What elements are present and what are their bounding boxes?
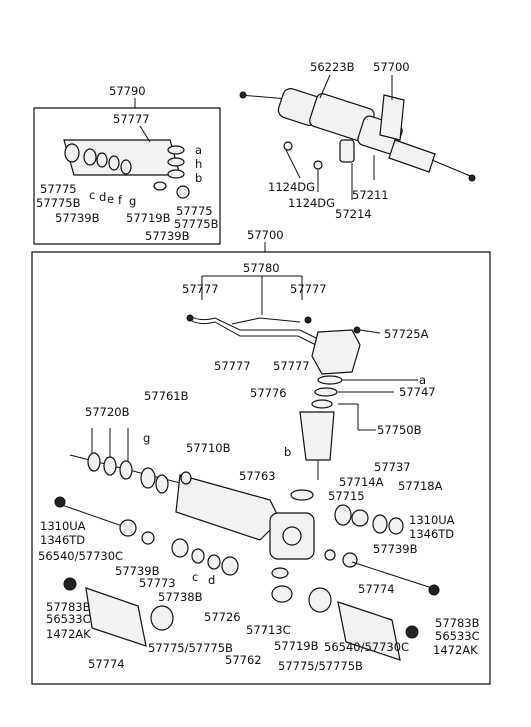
label-b-inset: b	[195, 171, 202, 185]
label-a-main: a	[419, 373, 426, 387]
label-57783b-left: 57783B	[46, 600, 91, 614]
label-d-main: d	[208, 573, 215, 587]
label-1472ak-left: 1472AK	[46, 627, 91, 641]
label-57738b: 57738B	[158, 590, 203, 604]
label-h-inset: h	[195, 157, 202, 171]
label-56540-right: 56540/57730C	[324, 640, 409, 654]
label-57775b-right: 57775B	[174, 217, 219, 231]
label-57715: 57715	[328, 489, 365, 503]
label-57214: 57214	[335, 207, 372, 221]
label-1310ua-right: 1310UA	[409, 513, 455, 527]
label-57750b: 57750B	[377, 423, 422, 437]
label-57739b-left: 57739B	[55, 211, 100, 225]
label-57776: 57776	[250, 386, 287, 400]
label-c-main: c	[192, 570, 198, 584]
label-c-inset: c	[89, 188, 95, 202]
label-1346td-right: 1346TD	[409, 527, 454, 541]
label-57762: 57762	[225, 653, 262, 667]
label-57739b-mid2: 57739B	[373, 542, 418, 556]
label-57774-left: 57774	[88, 657, 125, 671]
label-g-main: g	[143, 431, 150, 445]
label-57718a: 57718A	[398, 479, 443, 493]
label-57739b-mid1: 57739B	[115, 564, 160, 578]
label-b-main: b	[284, 445, 291, 459]
label-1310ua-left: 1310UA	[40, 519, 86, 533]
label-57747: 57747	[399, 385, 436, 399]
label-57720b: 57720B	[85, 405, 130, 419]
label-57777-inset: 57777	[113, 112, 150, 126]
label-57761b: 57761B	[144, 389, 189, 403]
inset-box-57790	[33, 98, 221, 245]
label-57775-left: 57775	[40, 182, 77, 196]
label-57790: 57790	[109, 84, 146, 98]
part-labels: 56223B 57700 57790 57777 57775 57775B 57…	[36, 60, 480, 673]
label-57700-main: 57700	[247, 228, 284, 242]
label-57777-b: 57777	[290, 282, 327, 296]
label-57775-main: 57775/57775B	[148, 641, 233, 655]
label-57777-d: 57777	[273, 359, 310, 373]
label-57714a: 57714A	[339, 475, 384, 489]
top-gear-assembly	[239, 74, 476, 200]
label-56540-left: 56540/57730C	[38, 549, 123, 563]
label-1124dg-b: 1124DG	[288, 196, 335, 210]
label-57777-c: 57777	[214, 359, 251, 373]
label-57719b-inset: 57719B	[126, 211, 171, 225]
label-57775-right: 57775	[176, 204, 213, 218]
label-f-inset: f	[118, 193, 123, 207]
label-d-inset: d	[99, 190, 106, 204]
label-57783b-right: 57783B	[435, 616, 480, 630]
label-57737: 57737	[374, 460, 411, 474]
label-1346td-left: 1346TD	[40, 533, 85, 547]
label-a-inset: a	[195, 143, 202, 157]
label-57775-bottom: 57775/57775B	[278, 659, 363, 673]
label-56533c-right: 56533C	[435, 629, 480, 643]
label-57713c: 57713C	[246, 623, 291, 637]
label-57777-a: 57777	[182, 282, 219, 296]
label-57726: 57726	[204, 610, 241, 624]
label-57211: 57211	[352, 188, 389, 202]
label-g-inset: g	[129, 194, 136, 208]
label-57700-top: 57700	[373, 60, 410, 74]
label-57780: 57780	[243, 261, 280, 275]
main-box-57700	[31, 242, 491, 685]
label-56533c-left: 56533C	[46, 612, 91, 626]
label-1124dg-a: 1124DG	[268, 180, 315, 194]
label-1472ak-right: 1472AK	[433, 643, 478, 657]
label-57725a: 57725A	[384, 327, 429, 341]
label-57739b-right: 57739B	[145, 229, 190, 243]
label-e-inset: e	[107, 192, 114, 206]
label-57773: 57773	[139, 576, 176, 590]
label-57719b-main: 57719B	[274, 639, 319, 653]
label-57775b-left: 57775B	[36, 196, 81, 210]
label-57710b: 57710B	[186, 441, 231, 455]
label-57774-right: 57774	[358, 582, 395, 596]
label-57763: 57763	[239, 469, 276, 483]
label-56223b: 56223B	[310, 60, 355, 74]
